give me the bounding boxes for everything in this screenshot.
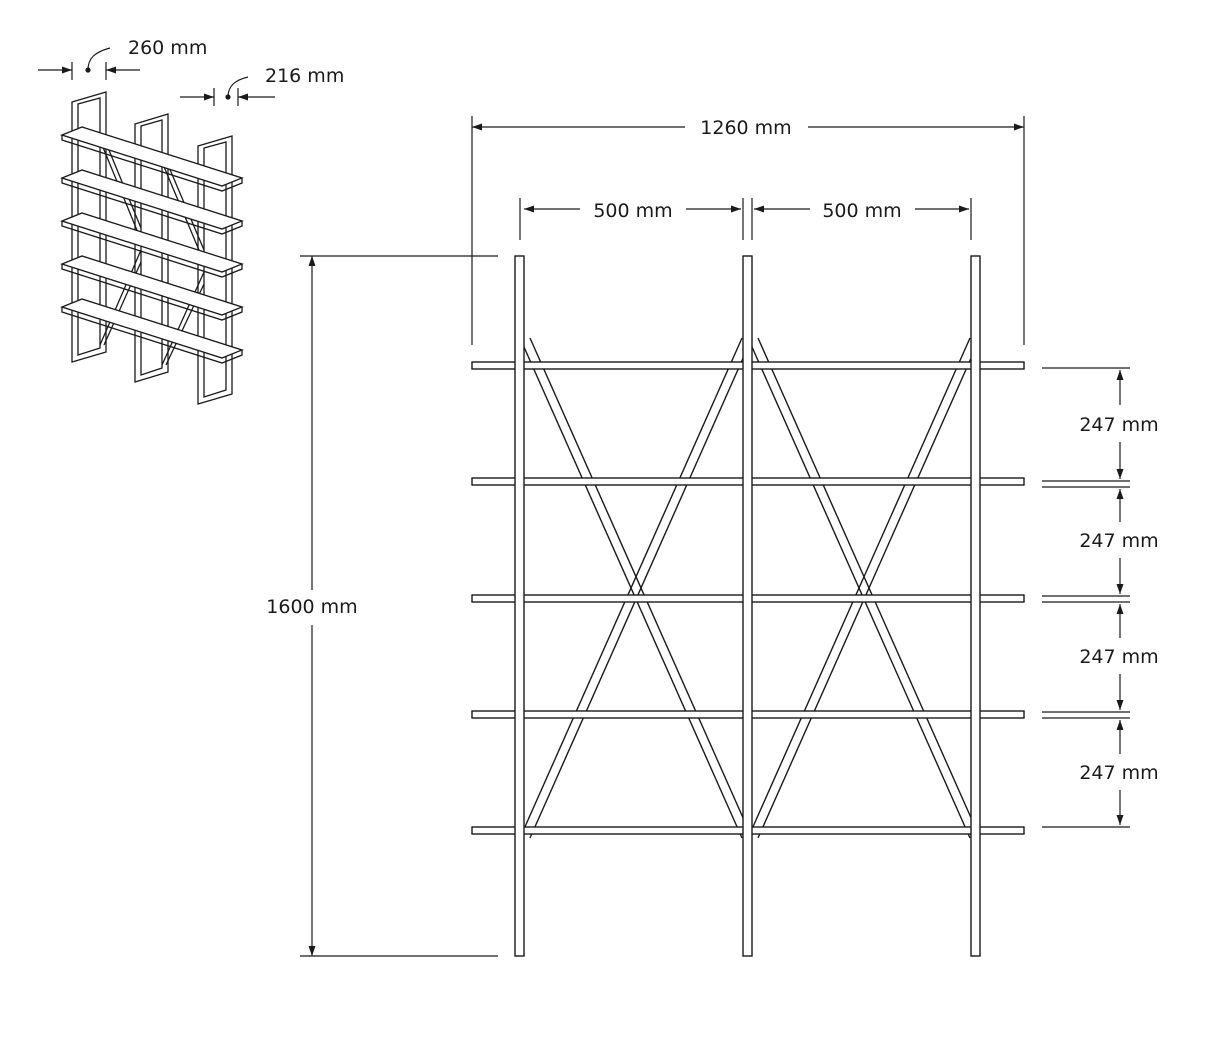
dim-depth-shelf-label: 216 mm — [265, 65, 344, 87]
dim-shelf-spacing-label-3: 247 mm — [1079, 646, 1158, 668]
dim-bay-right-label: 500 mm — [822, 200, 901, 222]
dim-total-width — [471, 116, 1025, 345]
dim-bay-widths — [519, 198, 972, 240]
dim-shelf-spacing-label-2: 247 mm — [1079, 530, 1158, 552]
dim-depth-shelf — [180, 76, 275, 106]
dim-depth-top-label: 260 mm — [128, 37, 207, 59]
dim-total-height — [300, 255, 498, 957]
upright-middle — [742, 255, 753, 957]
dim-total-height-label: 1600 mm — [266, 596, 357, 618]
isometric-shelf-view — [60, 91, 244, 405]
iso-upright-left — [71, 91, 107, 363]
dim-bay-left-label: 500 mm — [593, 200, 672, 222]
dim-total-width-label: 1260 mm — [700, 117, 791, 139]
front-cross-braces — [519, 337, 981, 839]
dim-shelf-spacing-label-1: 247 mm — [1079, 414, 1158, 436]
dim-shelf-spacing-label-4: 247 mm — [1079, 762, 1158, 784]
dim-depth-top — [38, 47, 140, 80]
upright-left — [514, 255, 525, 957]
upright-right — [970, 255, 981, 957]
iso-upright-middle — [134, 113, 169, 383]
dim-shelf-spacing — [1042, 367, 1130, 828]
front-uprights — [514, 255, 981, 957]
front-view — [471, 255, 1025, 957]
iso-shelves — [60, 126, 244, 364]
